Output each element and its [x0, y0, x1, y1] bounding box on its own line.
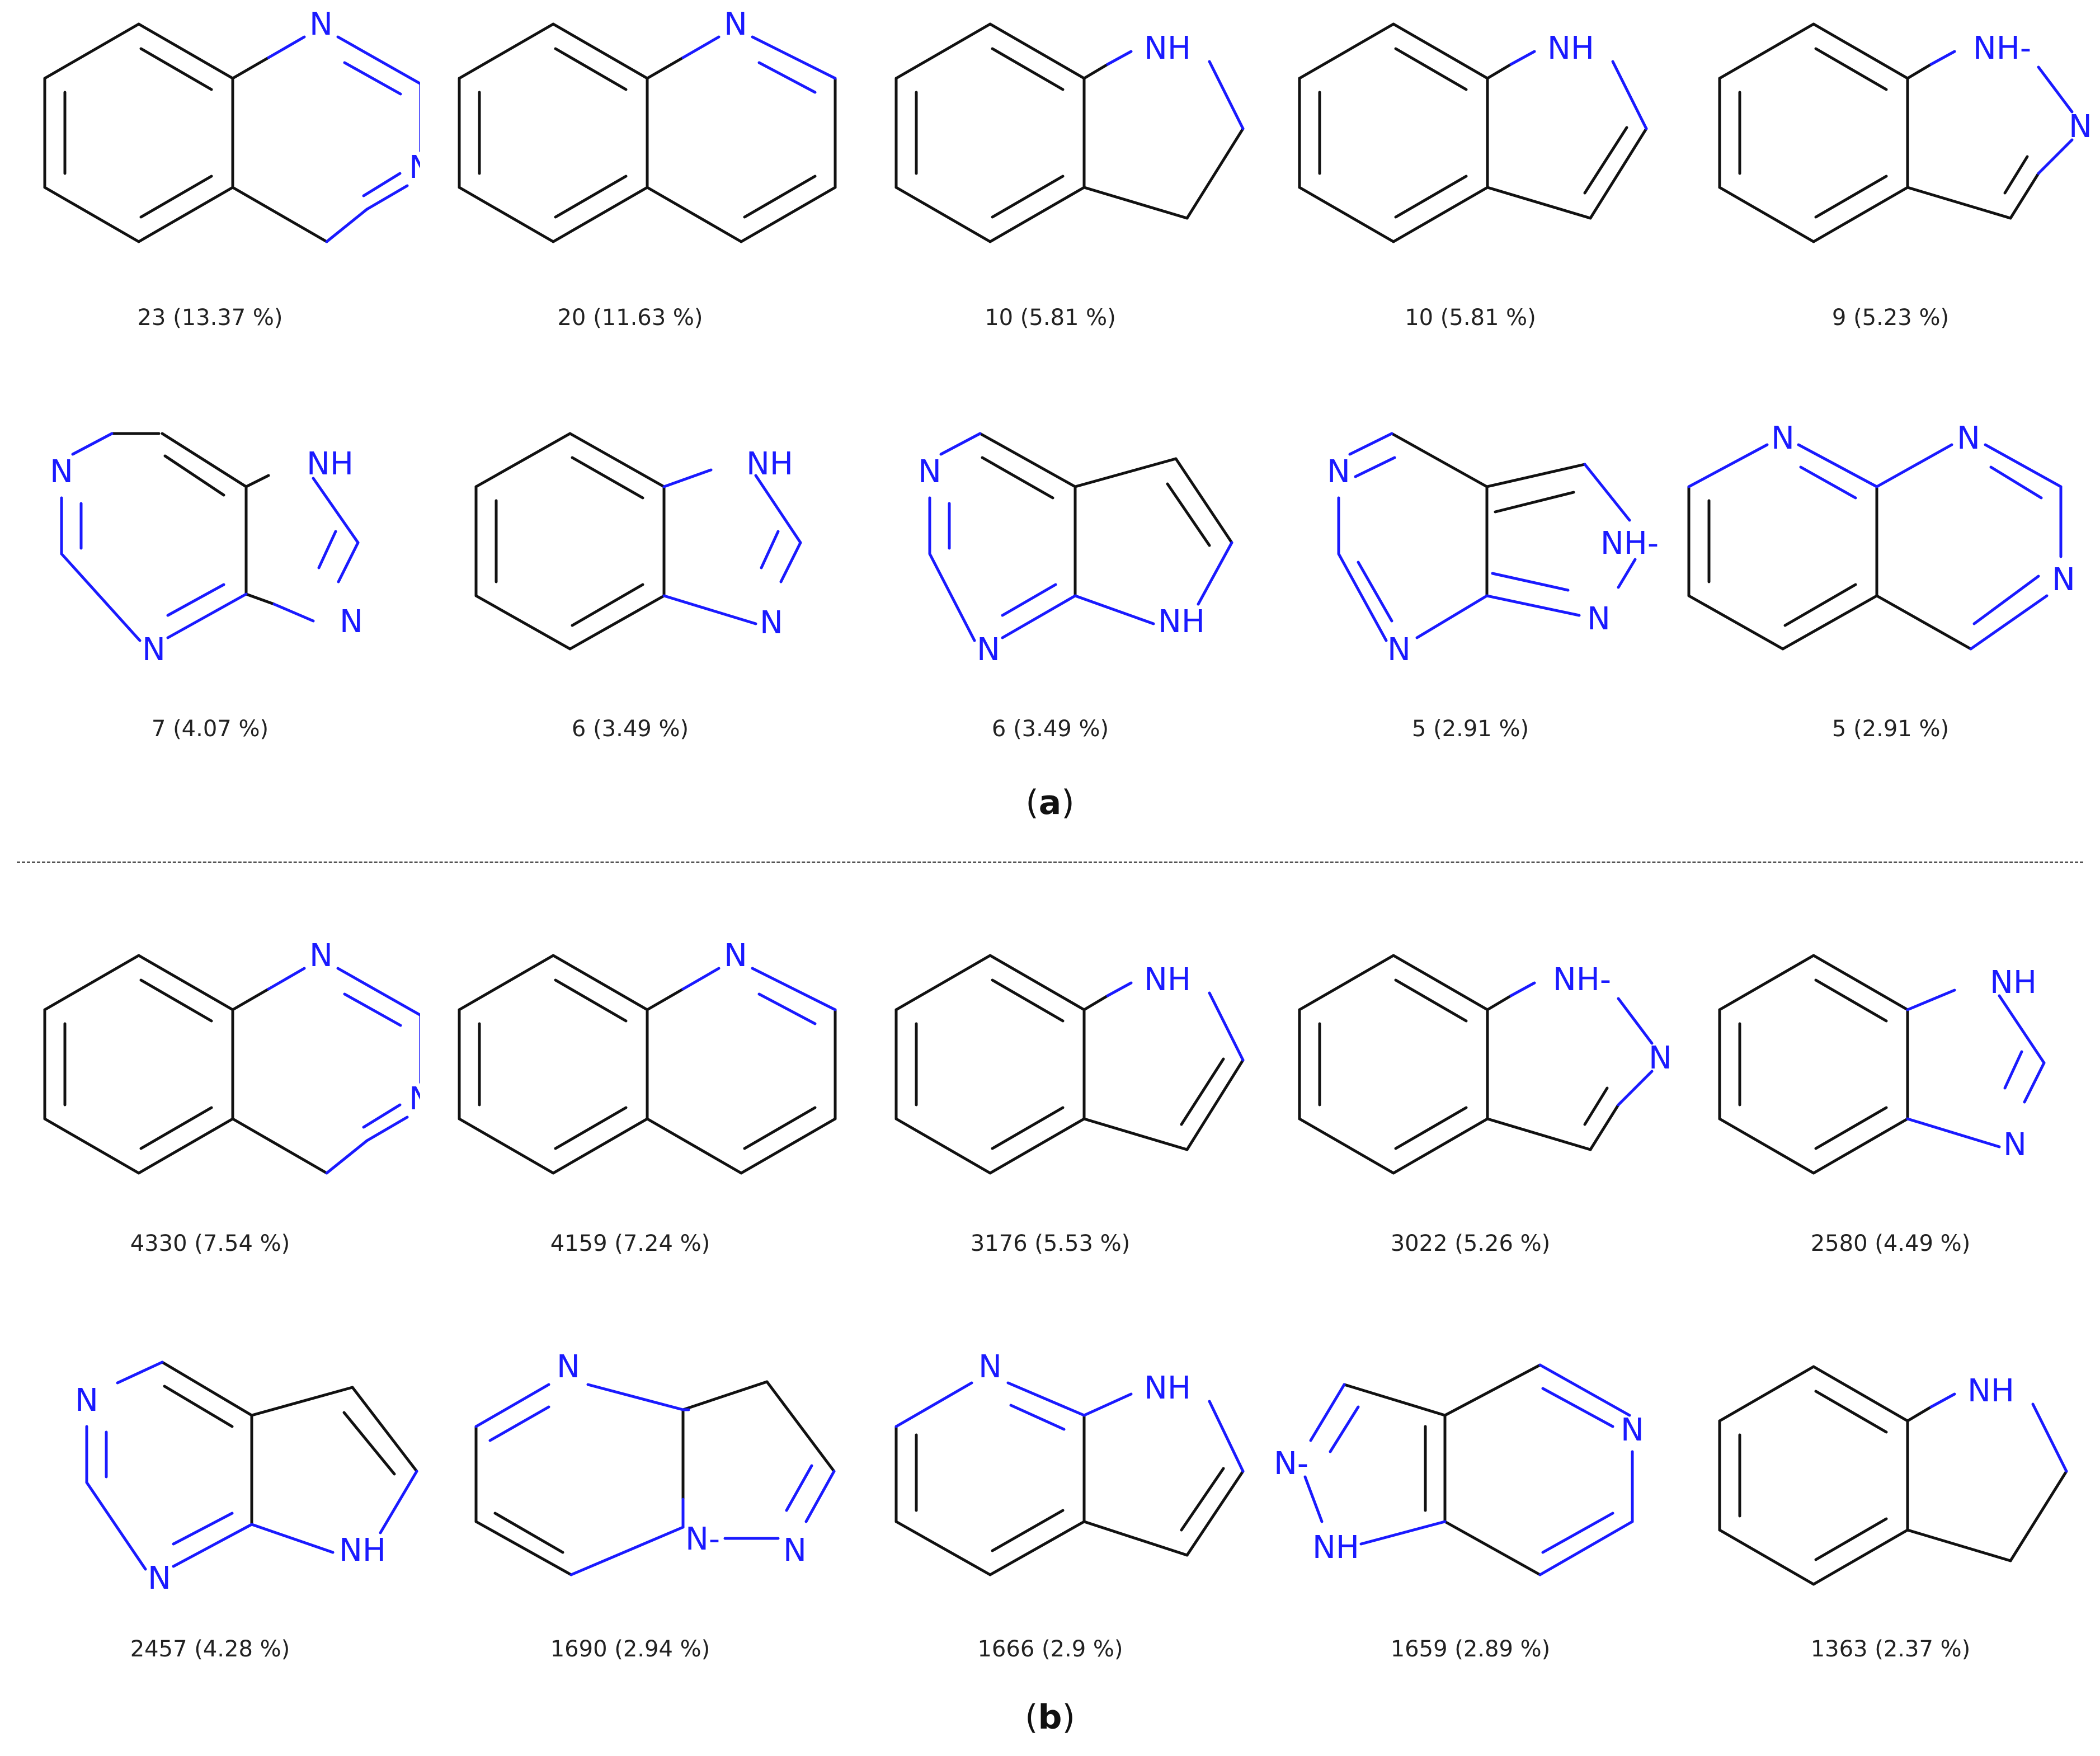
molecule-quinazoline: N N: [0, 0, 420, 280]
atom-label: N: [783, 1532, 807, 1569]
molecule-purine: N N NH N: [0, 414, 420, 694]
molecule-benzimidazole: NH N: [1680, 931, 2100, 1211]
atom-label: NH: [1547, 30, 1594, 67]
molecule-indoline: NH: [840, 0, 1260, 280]
atom-label: NH: [1158, 604, 1205, 640]
molecule-pyrrolopyrimidine: N N NH: [840, 414, 1260, 694]
molecule-count-caption: 3176 (5.53 %): [970, 1231, 1131, 1256]
molecule-pyrazolopyrimidine-bridgehead: N N- N: [420, 1343, 840, 1622]
molecule-count-caption: 5 (2.91 %): [1411, 716, 1529, 742]
atom-label: NH: [339, 1532, 386, 1569]
molecule-count-caption: 10 (5.81 %): [985, 305, 1116, 331]
panel-divider: [17, 861, 2083, 863]
atom-label: N: [1327, 454, 1350, 490]
molecule-count-caption: 23 (13.37 %): [137, 305, 283, 331]
atom-label: N: [557, 1349, 580, 1385]
atom-label: NH-: [1600, 525, 1659, 562]
molecule-pyrazolopyridine: N N- NH: [1260, 1343, 1680, 1622]
atom-label: NH: [746, 446, 793, 482]
molecule-pyrazolopyrimidine: N N NH- N: [1260, 414, 1680, 694]
molecule-benzimidazole: NH N: [420, 414, 840, 694]
atom-label: N: [1387, 632, 1411, 668]
atom-label: N: [409, 1081, 420, 1117]
atom-label: N: [977, 632, 1000, 668]
atom-label: N: [760, 605, 783, 641]
molecule-indazole: NH- N: [1260, 931, 1680, 1211]
molecule-indoline: NH: [1680, 1343, 2100, 1622]
molecule-azaindole: N NH: [840, 1343, 1260, 1622]
molecule-indole: NH: [840, 931, 1260, 1211]
molecule-quinoline: N: [420, 0, 840, 280]
molecule-quinazoline: N N: [0, 931, 420, 1211]
atom-label: NH: [1144, 962, 1191, 998]
molecule-count-caption: 1666 (2.9 %): [977, 1636, 1123, 1662]
atom-label: N: [309, 6, 333, 43]
atom-label: N: [1621, 1412, 1644, 1448]
molecule-count-caption: 5 (2.91 %): [1831, 716, 1950, 742]
atom-label: N: [340, 604, 363, 640]
molecule-indazole: NH- N: [1680, 0, 2100, 280]
atom-label: N: [1957, 420, 1980, 456]
atom-label: NH: [1144, 1370, 1191, 1406]
atom-label: N: [50, 454, 73, 490]
atom-label: N: [142, 632, 166, 668]
panel-label-b: (b): [1025, 1698, 1075, 1737]
atom-label: N: [2052, 562, 2075, 598]
atom-label: N: [1649, 1040, 1672, 1076]
atom-label: NH-: [1553, 962, 1611, 998]
atom-label: N: [309, 938, 333, 974]
molecule-count-caption: 4159 (7.24 %): [550, 1231, 710, 1256]
atom-label: N: [918, 454, 941, 490]
molecule-count-caption: 3022 (5.26 %): [1390, 1231, 1551, 1256]
panel-label-a: (a): [1025, 783, 1075, 822]
molecule-count-caption: 1363 (2.37 %): [1810, 1636, 1971, 1662]
molecule-count-caption: 2580 (4.49 %): [1810, 1231, 1971, 1256]
molecule-count-caption: 20 (11.63 %): [557, 305, 703, 331]
atom-label: NH: [1990, 964, 2037, 1001]
atom-label: N: [724, 6, 747, 43]
molecule-count-caption: 1690 (2.94 %): [550, 1636, 710, 1662]
atom-label: NH-: [1973, 30, 2031, 67]
molecule-count-caption: 4330 (7.54 %): [130, 1231, 290, 1256]
molecule-count-caption: 10 (5.81 %): [1405, 305, 1536, 331]
atom-label: N: [409, 149, 420, 186]
atom-label: N-: [1274, 1446, 1308, 1482]
atom-label: N: [978, 1349, 1002, 1385]
atom-label: NH: [307, 446, 354, 482]
atom-label: N: [724, 938, 747, 974]
molecule-count-caption: 6 (3.49 %): [991, 716, 1109, 742]
molecule-pyridopyrimidine: N N N: [1680, 414, 2100, 694]
molecule-count-caption: 6 (3.49 %): [571, 716, 689, 742]
atom-label: N: [2003, 1127, 2027, 1163]
atom-label: N: [148, 1560, 171, 1597]
molecule-quinoline: N: [420, 931, 840, 1211]
molecule-indole: NH: [1260, 0, 1680, 280]
atom-label: NH: [1312, 1529, 1359, 1566]
molecule-count-caption: 2457 (4.28 %): [130, 1636, 290, 1662]
molecule-count-caption: 1659 (2.89 %): [1390, 1636, 1551, 1662]
molecule-pyrrolopyrimidine: N N NH: [0, 1343, 420, 1622]
atom-label: N: [75, 1382, 98, 1419]
atom-label: N: [2069, 109, 2092, 145]
atom-label: N: [1771, 420, 1795, 456]
atom-label: N: [1587, 601, 1611, 637]
atom-label: NH: [1144, 30, 1191, 67]
atom-label: NH: [1967, 1373, 2014, 1409]
molecule-count-caption: 9 (5.23 %): [1831, 305, 1950, 331]
molecule-count-caption: 7 (4.07 %): [151, 716, 269, 742]
atom-label: N-: [685, 1521, 720, 1557]
